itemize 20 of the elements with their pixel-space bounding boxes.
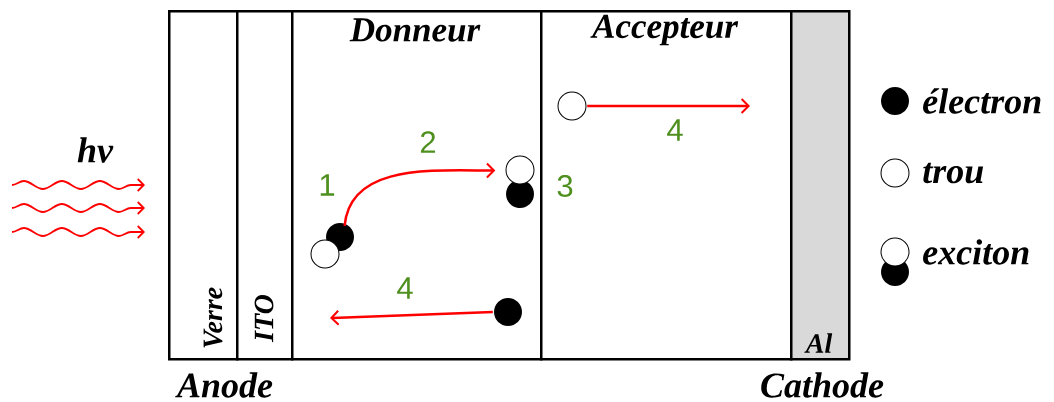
arrow — [343, 162, 496, 227]
layer-band: Al — [790, 10, 851, 361]
layer-band: ITO — [236, 10, 294, 361]
legend-label: exciton — [923, 239, 1029, 265]
electron — [494, 298, 522, 326]
exciton — [310, 223, 354, 269]
hole — [557, 91, 587, 121]
legend-label: trou — [923, 162, 984, 184]
layer-band: Verre — [168, 10, 239, 361]
step-number: 4 — [667, 119, 683, 141]
exciton — [505, 155, 535, 208]
step-number: 1 — [320, 174, 335, 196]
arrow — [587, 98, 750, 114]
electrode-label: Anode — [175, 372, 273, 398]
legend-label: électron — [923, 88, 1041, 114]
arrow — [330, 309, 493, 326]
step-number: 4 — [397, 277, 413, 299]
photon-label: hν — [77, 137, 114, 163]
step-number: 2 — [420, 131, 436, 153]
step-number: 3 — [557, 175, 573, 197]
